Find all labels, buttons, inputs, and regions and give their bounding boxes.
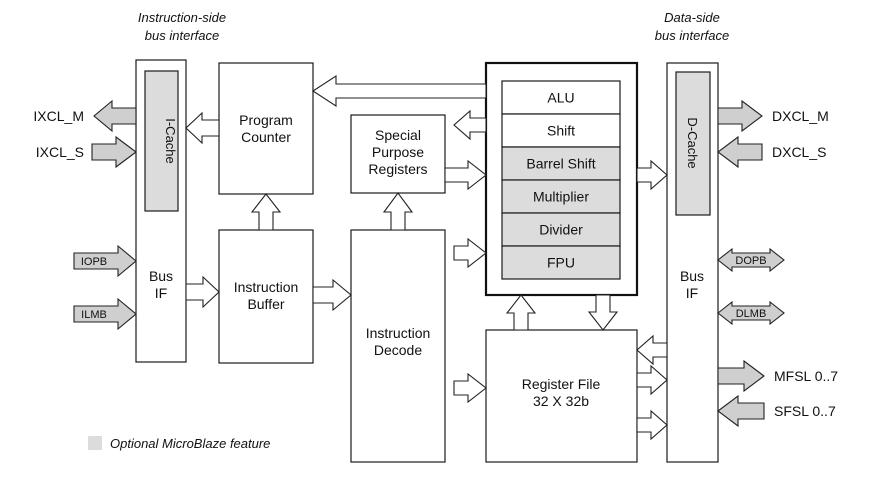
ixcl-s-arrow [91, 135, 137, 169]
data-side-header-line1: Data-side [664, 10, 720, 25]
ixcl-m-label: IXCL_M [33, 108, 84, 124]
exec-unit-label: Barrel Shift [526, 156, 595, 172]
register-file-label-line1: Register File [522, 376, 601, 392]
d-cache-block [675, 71, 711, 216]
mfsl-arrow [717, 359, 765, 393]
left-bus-if-label-line2: IF [155, 285, 167, 301]
exec-to-dcache-arrow [636, 159, 668, 191]
ilmb-arrow [73, 297, 137, 331]
dxcl-m-label: DXCL_M [772, 108, 829, 124]
dxcl-m-arrow [717, 99, 763, 133]
i-cache-block [144, 70, 179, 212]
d-cache-label: D-Cache [685, 117, 700, 168]
i-cache-label: I-Cache [163, 118, 178, 164]
pc-to-icache-arrow [185, 111, 220, 145]
instruction-buffer-label-line2: Buffer [247, 296, 284, 312]
spr-to-exec-arrow [444, 159, 487, 191]
sfsl-label: SFSL 0..7 [774, 403, 836, 419]
left-bus-if-label-line1: Bus [149, 268, 173, 284]
ilmb-label: ILMB [81, 309, 107, 321]
legend-swatch [88, 436, 102, 450]
decode-to-spr-arrow [382, 192, 414, 231]
dopb-arrow [717, 247, 785, 273]
exec-unit-label: ALU [547, 90, 574, 106]
exec-unit-cell [501, 179, 621, 214]
exec-unit-label: Divider [539, 222, 583, 238]
exec-unit-label: FPU [547, 255, 575, 271]
instruction-buffer-label-line1: Instruction [234, 279, 299, 295]
ixcl-s-label: IXCL_S [36, 144, 84, 160]
decode-to-exec-arrow [453, 237, 487, 269]
right-bus-if-label-line1: Bus [680, 268, 704, 284]
busif-to-ibuffer-arrow [185, 275, 220, 309]
ixcl-m-arrow [93, 99, 137, 133]
exec-unit-label: Multiplier [533, 189, 589, 205]
dxcl-s-arrow [717, 135, 763, 169]
sfsl-arrow [717, 394, 765, 428]
register-file-block [485, 329, 638, 463]
program-counter-block [218, 62, 314, 195]
legend-label: Optional MicroBlaze feature [110, 436, 270, 451]
spr-label-line3: Registers [368, 161, 427, 177]
ibuffer-to-decode-arrow [312, 278, 352, 312]
program-counter-label-line1: Program [239, 112, 293, 128]
instruction-decode-block [350, 229, 446, 463]
register-file-label-line2: 32 X 32b [533, 393, 589, 409]
instruction-decode-label-line2: Decode [374, 342, 422, 358]
exec-unit-label: Shift [547, 123, 575, 139]
dlmb-arrow [717, 300, 785, 326]
exec-unit-cell [501, 113, 621, 148]
instruction-side-header-line2: bus interface [145, 28, 219, 43]
exec-unit-cell [501, 146, 621, 181]
exec-to-regfile-arrow [587, 294, 619, 331]
special-purpose-registers-block [350, 114, 446, 194]
exec-to-spr-arrow [453, 109, 487, 141]
dlmb-label: DLMB [736, 308, 767, 320]
dxcl-s-label: DXCL_S [772, 144, 826, 160]
exec-to-pc-arrow [311, 74, 487, 108]
spr-label-line1: Special [375, 127, 421, 143]
regfile-to-busif-arrow-1 [636, 364, 668, 396]
decode-to-regfile-arrow [453, 372, 487, 404]
instruction-side-header-line1: Instruction-side [138, 10, 226, 25]
exec-unit-cell [501, 245, 621, 280]
mfsl-label: MFSL 0..7 [774, 368, 838, 384]
program-counter-label-line2: Counter [241, 129, 291, 145]
regfile-to-busif-arrow-2 [636, 409, 668, 441]
ibuffer-to-pc-arrow [250, 193, 282, 231]
exec-unit-cell [501, 80, 621, 115]
regfile-to-exec-arrow [505, 294, 537, 331]
dopb-label: DOPB [735, 255, 766, 267]
data-side-header-line2: bus interface [655, 28, 729, 43]
spr-label-line2: Purpose [372, 144, 424, 160]
instruction-decode-label-line1: Instruction [366, 325, 431, 341]
exec-unit-cell [501, 212, 621, 247]
iopb-arrow [73, 244, 137, 278]
iopb-label: IOPB [81, 256, 107, 268]
busif-to-regfile-arrow [636, 334, 668, 366]
right-bus-if-label-line2: IF [686, 285, 698, 301]
